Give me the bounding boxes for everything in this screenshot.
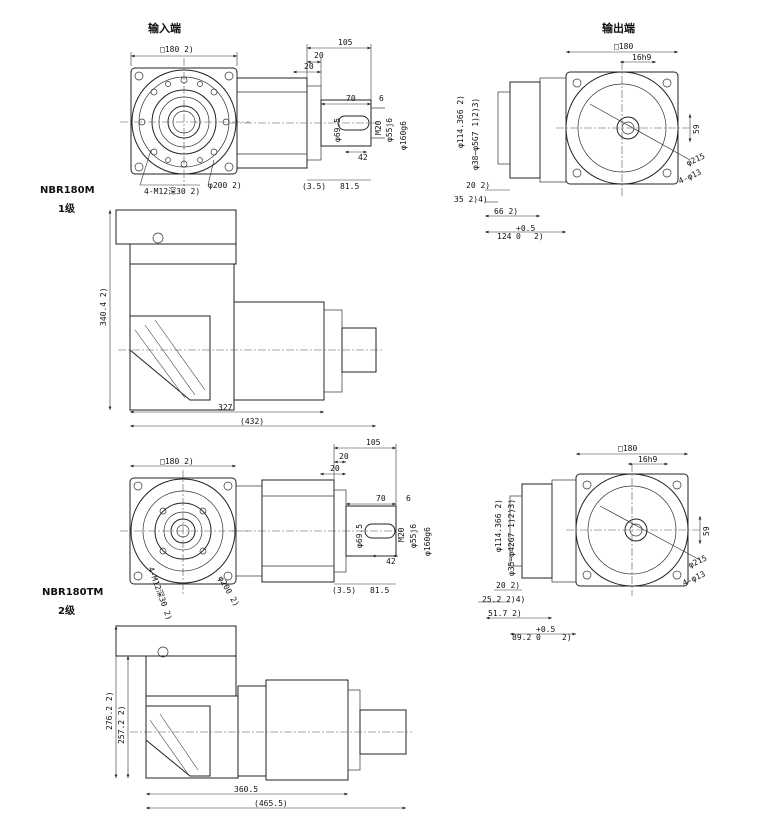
m2-m20: M20 [397,527,406,542]
m1-o124-tol0: 0 [516,232,521,241]
m2-d215: φ215 [687,553,708,569]
m2-front-view: 276.2 2) 257.2 2) 360.5 (465.5) [105,625,412,810]
m2-l3605: 360.5 [234,785,258,794]
m1-len59: 59 [692,124,701,134]
m1-l432: (432) [240,417,264,426]
m2-o252: 25.2 2)4) [482,595,525,604]
m1-len35: (3.5) [302,182,326,191]
m2-in-bolts-label: 4-M12深30 2) [146,566,174,622]
m1-o35: 35 2)4) [454,195,488,204]
m1-o124: 124 [497,232,512,241]
m2-len42: 42 [386,557,396,566]
m2-bore: φ35~φ42G7 1)2)3) [507,499,516,576]
m1-l327: 327 [218,403,233,412]
m1-m20: M20 [374,120,383,135]
m1-out-square: □180 [614,42,633,51]
m2-len6: 6 [406,494,411,503]
m2-len70: 70 [376,494,386,503]
m1-d160: φ160g6 [399,121,408,150]
m1-model-name: NBR180M [40,185,95,196]
m1-len20b: 20 [304,62,314,71]
m2-o892-tol0: 0 [536,633,541,642]
m2-model-name: NBR180TM [42,587,103,598]
m1-in-bolts-label: 4-M12深30 2) [144,187,200,196]
m1-len105: 105 [338,38,353,47]
m2-d160: φ160g6 [423,527,432,556]
m1-d556: φ55j6 [385,118,394,142]
m2-holes: 4-φ13 [681,569,707,587]
m1-in-pcd-label: φ200 2) [208,181,242,190]
m1-input-view: □180 2) 4-M12深30 2) φ200 2) [120,45,250,196]
m2-model-stage: 2级 [58,604,76,617]
m2-h2762: 276.2 2) [105,691,114,730]
m1-d114: φ114.366 2) [456,95,465,148]
m1-front-view: 340.4 2) 327 (432) [99,209,382,428]
m2-o892-note: 2) [562,633,572,642]
m1-key: 16h9 [632,53,651,62]
m1-model-stage: 1级 [58,202,76,215]
m2-len105: 105 [366,438,381,447]
m2-len20a: 20 [339,452,349,461]
m2-in-pcd-label: φ200 2) [216,575,241,609]
m2-len35: (3.5) [332,586,356,595]
m1-o124-note: 2) [534,232,544,241]
m1-output-view: □180 16h9 59 φ215 4-φ13 φ114.366 2) φ38~… [454,42,706,241]
m1-o124-tol: +0.5 [516,224,535,233]
m2-d556: φ55j6 [409,524,418,548]
m2-len815: 81.5 [370,586,389,595]
m2-o892: 89.2 [512,633,531,642]
m2-len20b: 20 [330,464,340,473]
m1-len6: 6 [379,94,384,103]
m1-d215: φ215 [685,151,706,167]
output-end-header: 输出端 [602,21,635,35]
m2-o892-tol: +0.5 [536,625,555,634]
m1-bore: φ38~φ5G7 1)2)3) [471,98,480,170]
m2-l4655: (465.5) [254,799,288,808]
m1-holes: 4-φ13 [677,167,703,185]
m2-o20: 20 2) [496,581,520,590]
m1-d695: φ69.5 [333,118,342,142]
m2-d695: φ69.5 [355,524,364,548]
m2-in-square-label: □180 2) [160,457,194,466]
m2-key: 16h9 [638,455,657,464]
m2-h2572: 257.2 2) [117,705,126,744]
m1-in-square-label: □180 2) [160,45,194,54]
m2-output-view: □180 16h9 59 φ215 4-φ13 φ114.366 2) φ35~… [478,444,711,642]
m2-side-view: 105 20 20 70 6 42 φ69.5 M20 φ55j6 φ160g6… [230,438,432,595]
input-end-header: 输入端 [148,21,181,35]
m1-side-view: 105 20 20 70 6 42 φ69.5 M20 φ55j6 φ160g6… [230,38,408,191]
m1-o66: 66 2) [494,207,518,216]
m1-len70: 70 [346,94,356,103]
m2-d114: φ114.366 2) [494,499,503,552]
m1-len42: 42 [358,153,368,162]
m1-len815: 81.5 [340,182,359,191]
m1-h340: 340.4 2) [99,287,108,326]
m2-out-square: □180 [618,444,637,453]
m2-len59: 59 [702,526,711,536]
m1-len20a: 20 [314,51,324,60]
m2-input-view: □180 2) 4-M12深30 2) φ200 2) [120,457,248,621]
m2-o517: 51.7 2) [488,609,522,618]
m1-o20: 20 2) [466,181,490,190]
